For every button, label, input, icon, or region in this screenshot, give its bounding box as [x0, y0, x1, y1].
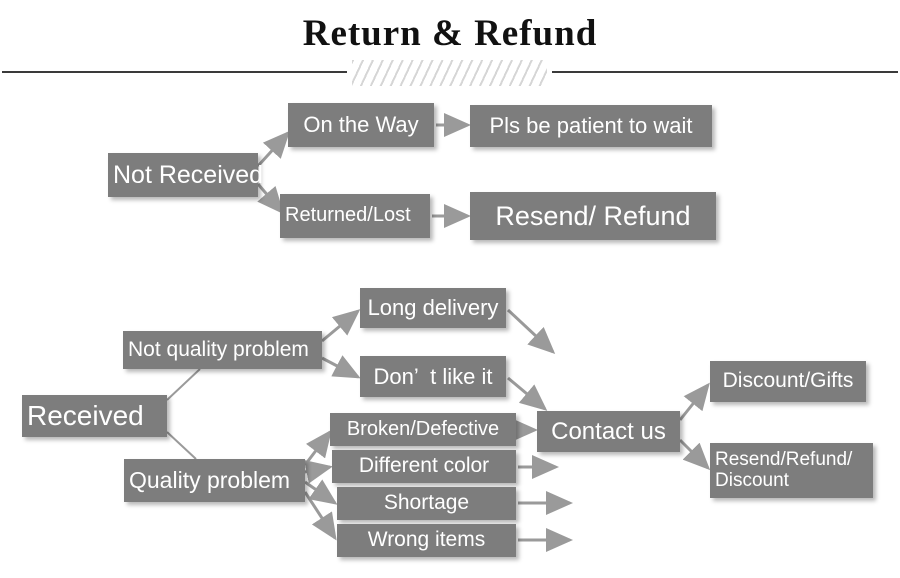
link-longdelivery-contact — [506, 308, 556, 355]
link-notquality-longdelivery — [321, 309, 361, 343]
divider-rule-left — [2, 71, 347, 73]
node-contact-us[interactable]: Contact us — [537, 411, 680, 452]
node-dont-like-it[interactable]: Don’ t like it — [360, 356, 506, 397]
link-dontlike-contact — [507, 376, 548, 411]
link-contact-discountgifts — [678, 382, 710, 421]
node-long-delivery[interactable]: Long delivery — [360, 288, 506, 328]
node-returned-lost[interactable]: Returned/Lost — [280, 194, 430, 238]
divider-hatch-ornament — [352, 60, 547, 86]
node-quality-problem[interactable]: Quality problem — [124, 459, 305, 502]
link-contact-resendrefunddiscount — [678, 438, 711, 471]
node-wrong-items[interactable]: Wrong items — [337, 524, 516, 557]
divider-rule-right — [552, 71, 898, 73]
link-quality-broken — [303, 429, 332, 466]
link-received-quality — [166, 431, 197, 460]
link-quality-wrong — [303, 491, 337, 541]
node-received[interactable]: Received — [22, 395, 167, 437]
node-shortage[interactable]: Shortage — [337, 487, 516, 520]
node-resend-refund-discount[interactable]: Resend/Refund/ Discount — [710, 443, 873, 498]
link-quality-shortage — [304, 479, 338, 505]
node-broken-defective[interactable]: Broken/Defective — [330, 413, 516, 446]
node-pls-be-patient-to-wait[interactable]: Pls be patient to wait — [470, 105, 712, 147]
node-on-the-way[interactable]: On the Way — [288, 103, 434, 147]
link-notquality-dontlike — [321, 355, 361, 379]
node-resend-refund[interactable]: Resend/ Refund — [470, 192, 716, 240]
node-not-received[interactable]: Not Received — [108, 153, 263, 197]
title-divider — [0, 60, 900, 86]
node-not-quality-problem[interactable]: Not quality problem — [123, 331, 322, 369]
node-discount-gifts[interactable]: Discount/Gifts — [710, 361, 866, 402]
node-different-color[interactable]: Different color — [332, 450, 516, 483]
link-received-notquality — [166, 368, 201, 401]
link-quality-color — [304, 459, 333, 484]
page-title: Return & Refund — [302, 13, 598, 54]
